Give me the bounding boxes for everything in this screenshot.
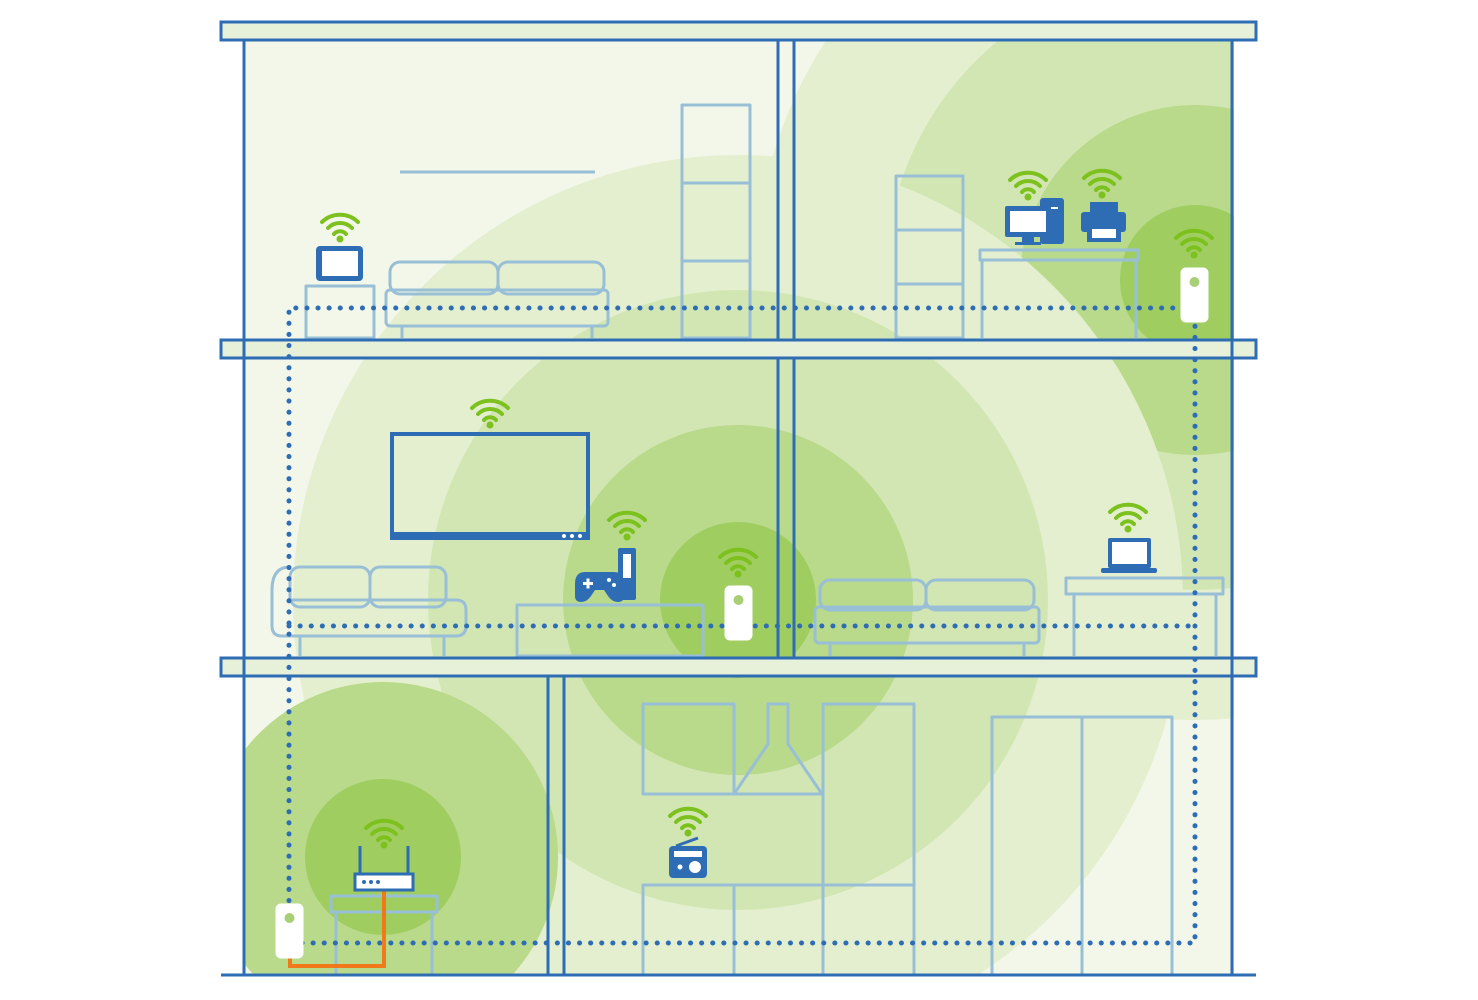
sofa-middle-right	[813, 578, 1041, 656]
floor-slab-lower	[219, 656, 1258, 678]
powerline-adapter-icon	[1180, 267, 1209, 323]
tv-stand	[515, 603, 705, 658]
tablet-icon	[316, 246, 363, 281]
printer-icon	[1081, 202, 1126, 242]
powerline-adapter-icon	[724, 585, 753, 641]
furniture	[270, 103, 1225, 977]
kitchen-cabinets	[641, 702, 916, 977]
powerline-adapters	[275, 267, 1209, 959]
powerline-adapter-icon	[275, 903, 304, 959]
bookcase	[680, 103, 752, 340]
radio-icon	[669, 836, 707, 878]
roof-slab	[219, 20, 1258, 42]
sofa-middle	[270, 565, 468, 656]
console-table	[1064, 576, 1225, 656]
ethernet-cable	[288, 890, 386, 968]
desk	[978, 248, 1140, 338]
structure	[219, 20, 1258, 977]
smart-tv-icon	[390, 432, 590, 540]
devices	[316, 198, 1157, 892]
laptop-icon	[1101, 538, 1157, 573]
desktop-pc-icon	[1005, 198, 1064, 245]
side-table	[304, 284, 376, 340]
router-icon	[353, 846, 415, 892]
shelf-unit	[894, 174, 965, 340]
floor-slab-upper	[219, 338, 1258, 360]
game-console-icon	[575, 548, 636, 602]
